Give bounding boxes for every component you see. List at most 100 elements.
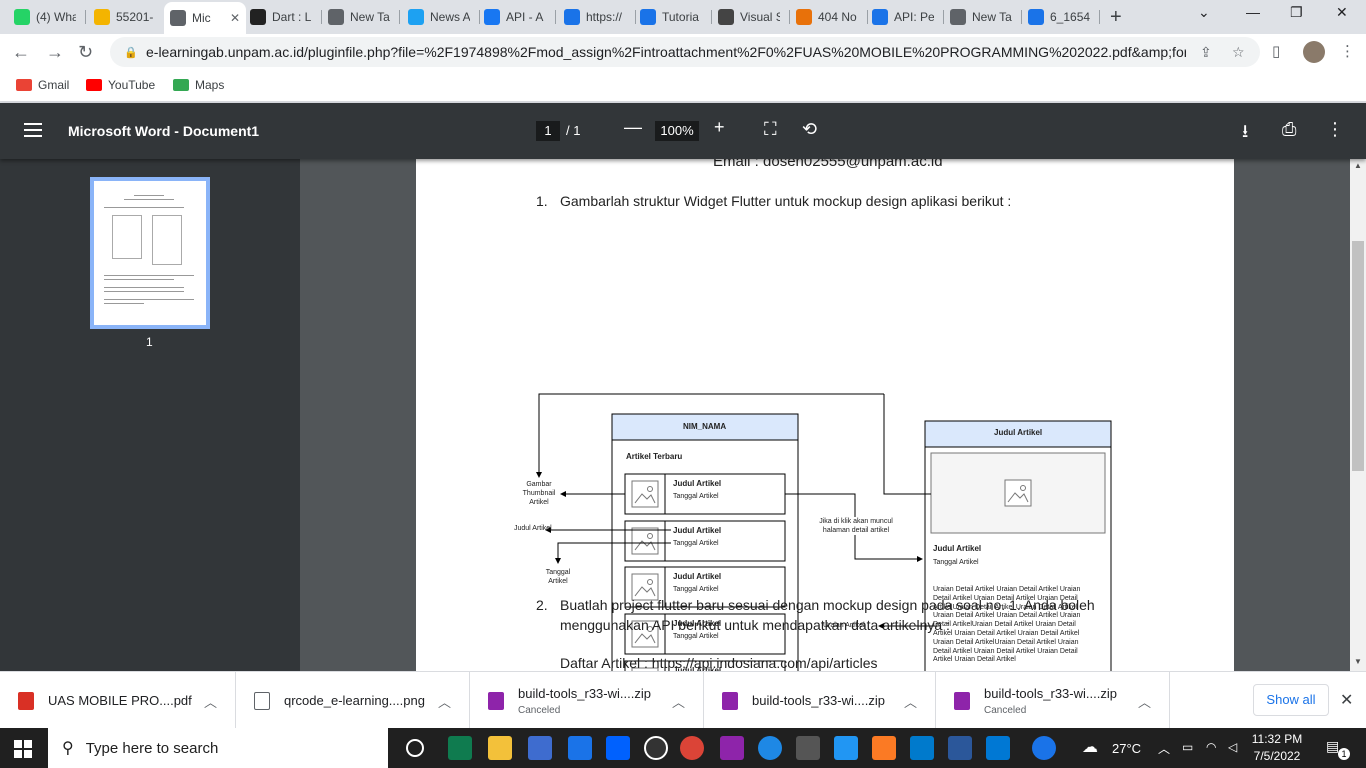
browser-tab[interactable]: Dart : L bbox=[244, 4, 322, 30]
close-window-button[interactable]: ✕ bbox=[1336, 4, 1348, 20]
lock-icon[interactable]: 🔒 bbox=[124, 47, 138, 59]
close-tab-icon[interactable]: ✕ bbox=[229, 11, 240, 25]
browser-tab[interactable]: API - A bbox=[478, 4, 556, 30]
edge-icon[interactable] bbox=[448, 736, 472, 760]
github-icon[interactable] bbox=[644, 736, 668, 760]
chevron-up-icon[interactable]: ︿ bbox=[903, 695, 917, 710]
annotation-line: Gambar bbox=[526, 481, 552, 488]
battery-icon[interactable]: ▭ bbox=[1182, 740, 1194, 754]
detail-header-label: Judul Artikel bbox=[994, 428, 1043, 437]
youtube-icon bbox=[86, 79, 102, 91]
bookmark-gmail[interactable]: Gmail bbox=[16, 78, 69, 92]
word-icon[interactable] bbox=[948, 736, 972, 760]
back-icon[interactable]: ← bbox=[12, 42, 30, 62]
notification-icon[interactable]: ▤ bbox=[1326, 738, 1340, 754]
weather-temp[interactable]: 27°C bbox=[1112, 741, 1142, 756]
zip-file-icon bbox=[722, 691, 738, 710]
dropbox-icon[interactable] bbox=[606, 736, 630, 760]
mail-icon[interactable] bbox=[568, 736, 592, 760]
page-number-input[interactable]: 1 bbox=[536, 121, 560, 141]
browser-tab[interactable]: New Ta bbox=[944, 4, 1022, 30]
detail-body-line: Uraian Detail Artikel Uraian Detail Arti… bbox=[933, 586, 1081, 593]
settings-icon[interactable] bbox=[796, 736, 820, 760]
help-icon[interactable] bbox=[1032, 736, 1056, 760]
download-item[interactable]: build-tools_r33-wi....zip Canceled ︿ bbox=[470, 672, 704, 729]
download-item[interactable]: qrcode_e-learning....png ︿ bbox=[236, 672, 470, 729]
rotate-icon[interactable]: ⟲ bbox=[802, 119, 818, 139]
chrome-icon[interactable] bbox=[680, 736, 704, 760]
restore-button[interactable]: ❐ bbox=[1290, 4, 1303, 20]
tab-favicon-icon bbox=[408, 9, 424, 25]
show-all-button[interactable]: Show all bbox=[1253, 684, 1329, 716]
side-panel-icon[interactable]: ▯ bbox=[1272, 43, 1281, 60]
mockup-diagram bbox=[536, 393, 1112, 671]
bookmark-star-icon[interactable]: ☆ bbox=[1232, 44, 1245, 60]
cortana-icon[interactable] bbox=[406, 739, 424, 757]
taskbar-clock[interactable]: 11:32 PM 7/5/2022 bbox=[1248, 731, 1306, 765]
download-item[interactable]: build-tools_r33-wi....zip ︿ bbox=[704, 672, 936, 729]
profile-avatar[interactable] bbox=[1303, 41, 1325, 63]
bookmark-youtube[interactable]: YouTube bbox=[86, 78, 155, 92]
close-download-bar-icon[interactable]: ✕ bbox=[1340, 692, 1354, 709]
chevron-up-icon[interactable]: ︿ bbox=[671, 695, 685, 710]
print-icon[interactable]: ⎙ bbox=[1282, 119, 1297, 139]
browser-tab[interactable]: Tutoria bbox=[634, 4, 712, 30]
taskbar-search-box[interactable]: ⚲ Type here to search bbox=[48, 728, 388, 768]
chevron-up-icon[interactable]: ︿ bbox=[203, 695, 217, 710]
download-item[interactable]: UAS MOBILE PRO....pdf ︿ bbox=[0, 672, 236, 729]
browser-tab[interactable]: 55201- bbox=[88, 4, 166, 30]
browser-tab[interactable]: New Ta bbox=[322, 4, 400, 30]
zoom-out-icon[interactable]: — bbox=[624, 117, 642, 137]
photos-icon[interactable] bbox=[986, 736, 1010, 760]
weather-icon[interactable]: ☁ bbox=[1082, 739, 1098, 756]
pdf-title: Microsoft Word - Document1 bbox=[68, 123, 260, 139]
minimize-button[interactable]: — bbox=[1246, 4, 1260, 20]
vertical-scrollbar[interactable]: ▲ ▼ bbox=[1350, 159, 1366, 671]
scrollbar-thumb[interactable] bbox=[1352, 241, 1364, 471]
address-bar[interactable]: 🔒 e-learningab.unpam.ac.id/pluginfile.ph… bbox=[110, 37, 1260, 67]
browser-tab[interactable]: Visual S bbox=[712, 4, 790, 30]
vscode-icon[interactable] bbox=[910, 736, 934, 760]
annotation-uraian: Uraian Artikel bbox=[823, 622, 865, 629]
browser-tab[interactable]: 6_1654 bbox=[1022, 4, 1100, 30]
zoom-in-icon[interactable]: + bbox=[714, 117, 725, 137]
file-explorer-icon[interactable] bbox=[488, 736, 512, 760]
tray-chevron-icon[interactable]: ︿ bbox=[1158, 742, 1171, 756]
download-item[interactable]: build-tools_r33-wi....zip Canceled ︿ bbox=[936, 672, 1170, 729]
browser-tab[interactable]: Mic✕ bbox=[164, 2, 246, 34]
bookmark-maps[interactable]: Maps bbox=[173, 78, 224, 92]
scroll-up-icon[interactable]: ▲ bbox=[1354, 161, 1362, 170]
share-icon[interactable]: ⇪ bbox=[1200, 44, 1212, 60]
chevron-up-icon[interactable]: ︿ bbox=[1137, 695, 1151, 710]
bookmark-label: Maps bbox=[195, 78, 225, 92]
app-icon[interactable] bbox=[758, 736, 782, 760]
browser-tab[interactable]: API: Pe bbox=[866, 4, 944, 30]
chevron-up-icon[interactable]: ︿ bbox=[437, 695, 451, 710]
winrar-icon[interactable] bbox=[720, 736, 744, 760]
windows-start-icon[interactable] bbox=[14, 740, 32, 758]
zoom-input[interactable]: 100% bbox=[655, 121, 699, 141]
browser-tab[interactable]: https:// bbox=[558, 4, 636, 30]
page-thumbnail[interactable] bbox=[90, 177, 210, 329]
browser-tab[interactable]: 404 No bbox=[790, 4, 868, 30]
volume-icon[interactable]: ◁ bbox=[1228, 740, 1238, 754]
tab-search-icon[interactable]: ⌄ bbox=[1198, 4, 1210, 20]
forward-icon[interactable]: → bbox=[46, 42, 64, 62]
scroll-down-icon[interactable]: ▼ bbox=[1354, 657, 1362, 666]
clock-date: 7/5/2022 bbox=[1253, 749, 1301, 763]
store-icon[interactable] bbox=[528, 736, 552, 760]
browser-tab[interactable]: (4) Wha bbox=[8, 4, 86, 30]
wifi-icon[interactable]: ◠ bbox=[1206, 740, 1217, 754]
xampp-icon[interactable] bbox=[872, 736, 896, 760]
chrome-menu-icon[interactable]: ⋮ bbox=[1340, 43, 1355, 60]
download-icon[interactable]: ⭳ bbox=[1242, 121, 1249, 141]
new-tab-button[interactable]: + bbox=[1110, 6, 1122, 28]
fit-page-icon[interactable]: ⛶ bbox=[764, 119, 777, 139]
tab-favicon-icon bbox=[328, 9, 344, 25]
browser-tab[interactable]: News A bbox=[402, 4, 480, 30]
calculator-icon[interactable] bbox=[834, 736, 858, 760]
hamburger-menu-icon[interactable] bbox=[24, 123, 42, 137]
windows-taskbar: ⚲ Type here to search ☁ 27°C ︿ ▭ ◠ ◁ 11:… bbox=[0, 728, 1366, 768]
reload-icon[interactable]: ↻ bbox=[78, 42, 94, 62]
more-options-icon[interactable]: ⋮ bbox=[1326, 119, 1344, 139]
